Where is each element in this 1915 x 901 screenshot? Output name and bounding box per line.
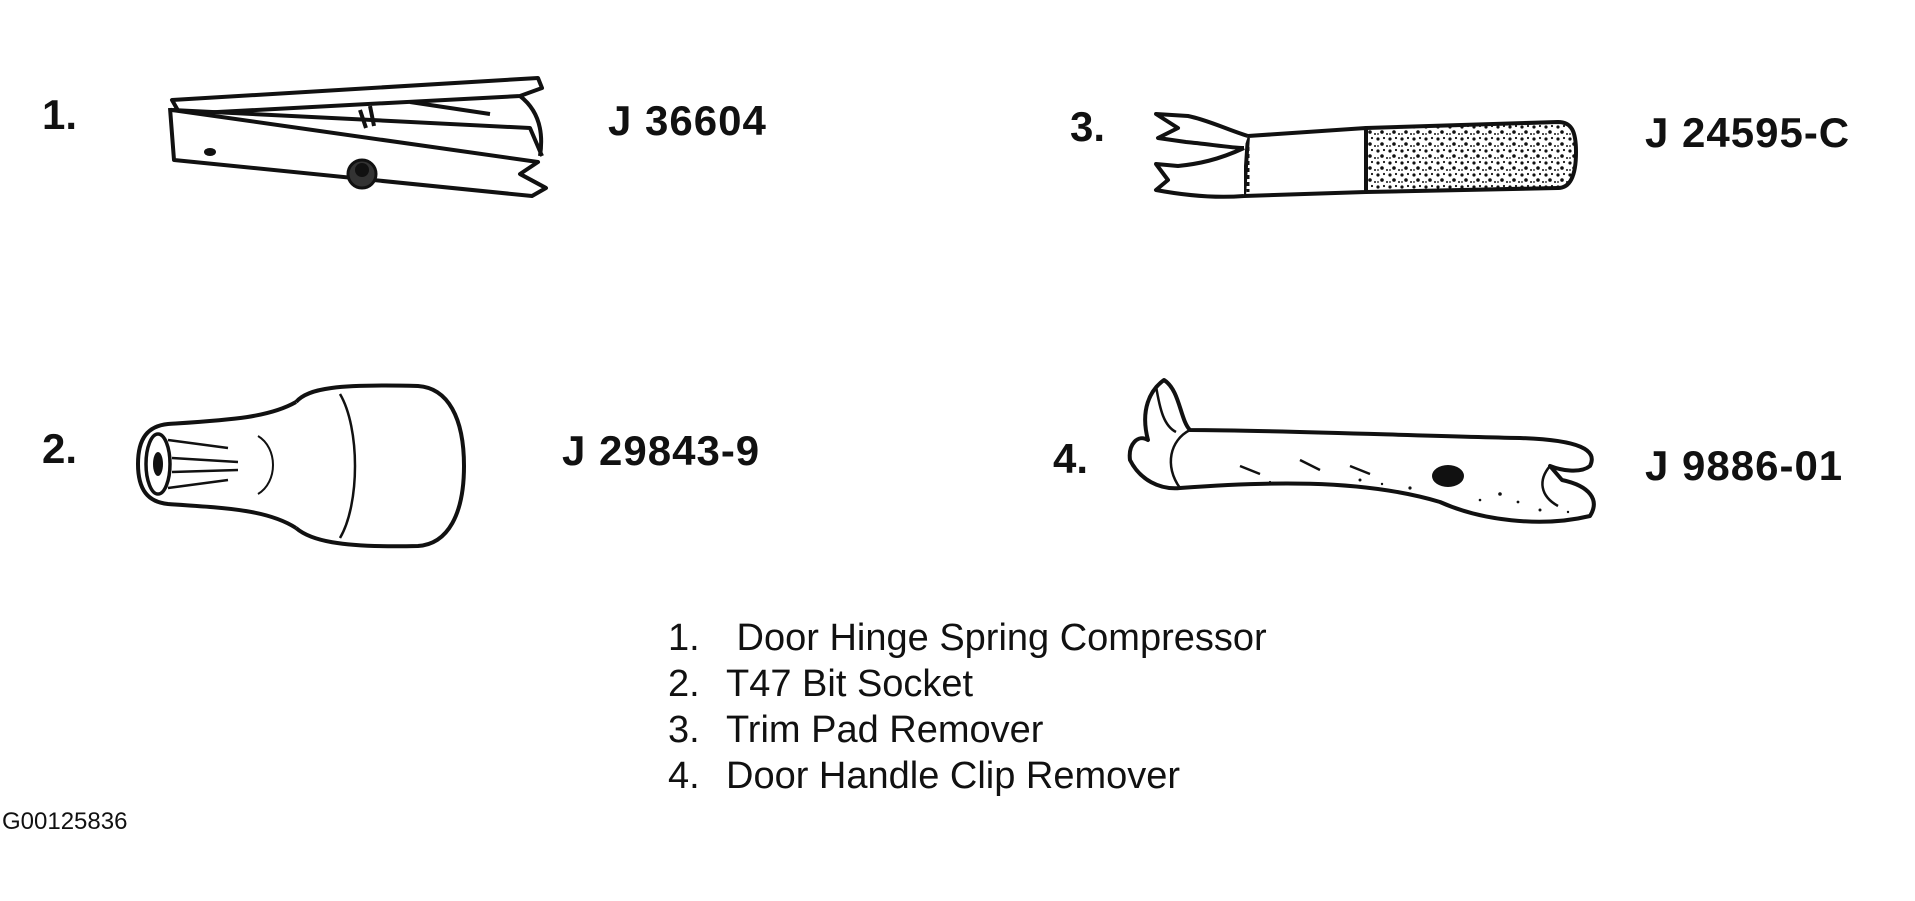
tool-2-part-number: J 29843-9 bbox=[562, 427, 761, 474]
legend-item-label: Door Hinge Spring Compressor bbox=[726, 617, 1267, 659]
tool-4-part-number: J 9886-01 bbox=[1645, 442, 1844, 489]
bit-socket-icon bbox=[136, 383, 466, 549]
legend-item-number: 2. bbox=[668, 663, 700, 705]
hinge-spring-compressor-icon bbox=[168, 76, 548, 198]
legend-item: 4. Door Handle Clip Remover bbox=[668, 753, 1267, 799]
tool-3-part-number: J 24595-C bbox=[1645, 109, 1851, 156]
legend-item-number: 4. bbox=[668, 755, 700, 797]
legend-item-label: Door Handle Clip Remover bbox=[726, 755, 1181, 797]
tool-2-number: 2. bbox=[42, 425, 78, 472]
tool-3-number: 3. bbox=[1070, 103, 1106, 150]
trim-pad-remover-icon bbox=[1154, 112, 1578, 199]
legend-item: 1. Door Hinge Spring Compressor bbox=[668, 615, 1267, 661]
tool-4-number: 4. bbox=[1053, 435, 1089, 482]
figure-id: G00125836 bbox=[2, 808, 128, 835]
legend-item-label: Trim Pad Remover bbox=[726, 709, 1044, 751]
clip-remover-icon bbox=[1127, 378, 1596, 524]
legend-item-number: 3. bbox=[668, 709, 700, 751]
legend-item: 3. Trim Pad Remover bbox=[668, 707, 1267, 753]
legend-item-label: T47 Bit Socket bbox=[726, 663, 974, 705]
legend-item: 2. T47 Bit Socket bbox=[668, 661, 1267, 707]
tool-1-number: 1. bbox=[42, 91, 78, 138]
legend: 1. Door Hinge Spring Compressor 2. T47 B… bbox=[668, 615, 1267, 799]
legend-item-number: 1. bbox=[668, 617, 700, 659]
tool-1-part-number: J 36604 bbox=[608, 97, 767, 144]
